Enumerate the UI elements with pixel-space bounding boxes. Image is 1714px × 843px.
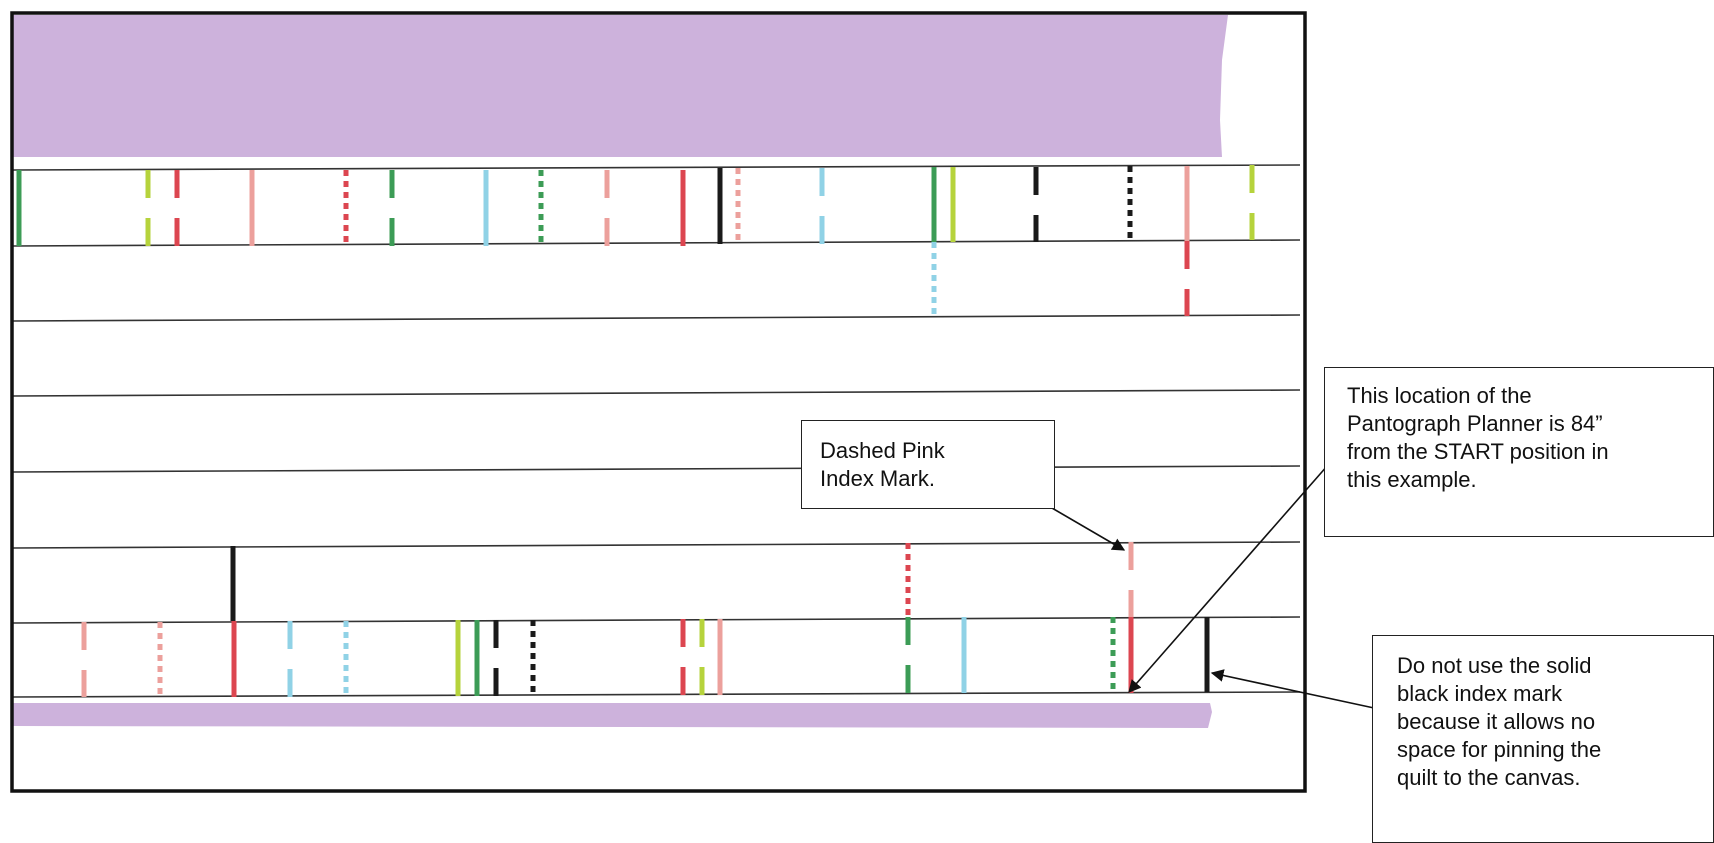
callout-solid-black-index-mark: Do not use the solid black index mark be… [1372, 635, 1714, 843]
dashed-pink-pointer-arrow [1051, 507, 1126, 551]
grid-line [12, 691, 1301, 698]
location-pointer-arrow [1128, 464, 1329, 693]
solid-black-pointer-arrow [1210, 669, 1375, 709]
grid-line [12, 465, 1301, 473]
planner-grid-lines [12, 164, 1301, 698]
planner-frame [10, 11, 1307, 793]
index-marks [16, 165, 1255, 697]
grid-line [12, 314, 1301, 322]
grid-line [12, 164, 1301, 171]
callout-dashed-pink-index-mark: Dashed Pink Index Mark. [801, 420, 1055, 509]
quilt-fabric-bottom [13, 703, 1212, 728]
grid-line [12, 239, 1301, 247]
grid-line [12, 541, 1301, 549]
grid-line [12, 389, 1301, 397]
grid-line [12, 616, 1301, 624]
quilt-fabric-top [13, 15, 1228, 157]
callout-planner-location: This location of the Pantograph Planner … [1324, 367, 1714, 537]
